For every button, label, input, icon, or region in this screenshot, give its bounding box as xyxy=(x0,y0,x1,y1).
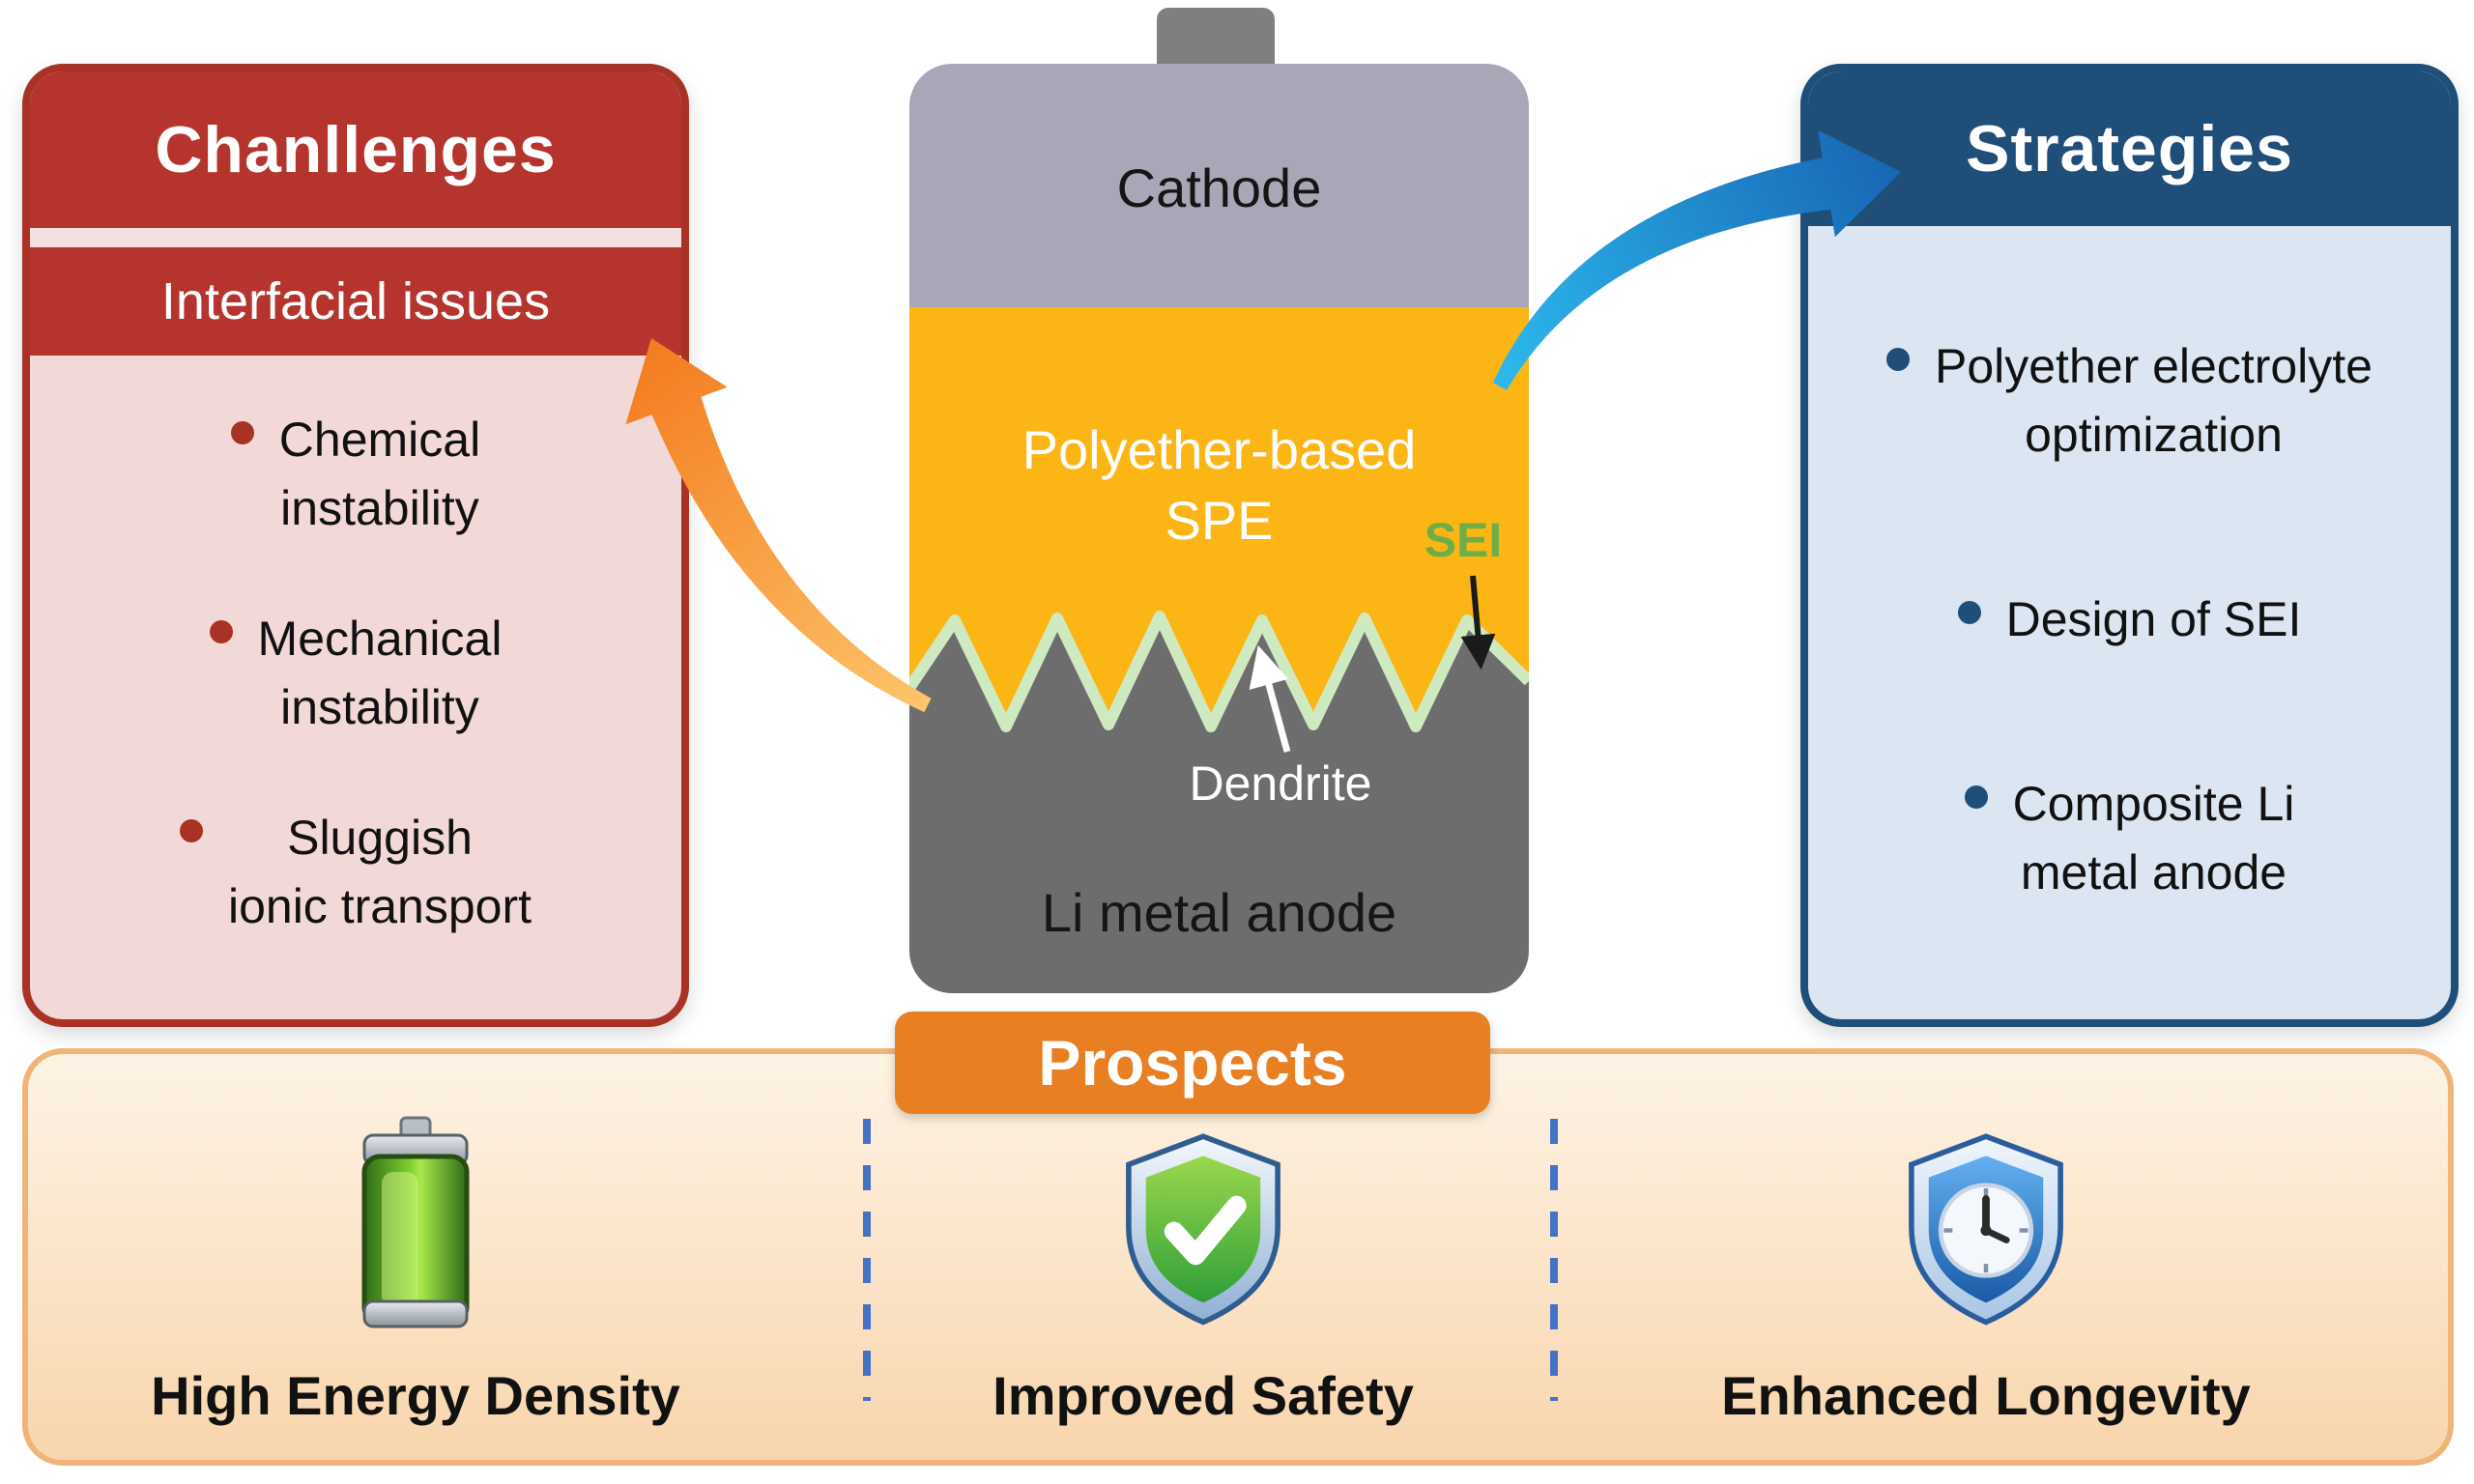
list-item-text: Chemical instability xyxy=(279,406,480,543)
item-line: optimization xyxy=(2025,408,2283,462)
challenges-header: Chanllenges xyxy=(30,71,681,228)
battery-terminal xyxy=(1157,8,1275,77)
item-line: instability xyxy=(280,481,479,535)
list-item: Chemical instability xyxy=(30,406,681,543)
list-item: Sluggish ionic transport xyxy=(30,804,681,941)
challenges-subtitle: Interfacial issues xyxy=(160,272,551,330)
sei-layer xyxy=(909,611,1529,732)
dendrite-label: Dendrite xyxy=(1189,756,1372,811)
white-pointer-arrow xyxy=(1249,644,1291,753)
prospects-title: Prospects xyxy=(1038,1027,1347,1099)
list-item: Mechanical instability xyxy=(30,605,681,742)
item-line: metal anode xyxy=(2020,845,2287,899)
item-line: Mechanical xyxy=(257,612,503,666)
prospect-label: High Energy Density xyxy=(151,1365,680,1426)
list-item: Polyether electrolyte optimization xyxy=(1808,332,2451,470)
strategies-list: Polyether electrolyte optimization Desig… xyxy=(1808,226,2451,907)
list-item: Design of SEI xyxy=(1808,585,2451,654)
list-item-text: Mechanical instability xyxy=(258,605,503,742)
dashed-divider xyxy=(1550,1119,1558,1401)
navy-dot-icon xyxy=(1957,601,1981,624)
red-dot-icon xyxy=(179,819,203,842)
red-dot-icon xyxy=(209,620,233,643)
challenges-divider xyxy=(30,228,681,247)
sei-label: SEI xyxy=(1424,513,1503,567)
list-item-text: Polyether electrolyte optimization xyxy=(1935,332,2373,470)
item-line: ionic transport xyxy=(227,879,532,933)
cathode-label: Cathode xyxy=(1116,157,1322,218)
spe-label-line1: Polyether-based xyxy=(1021,419,1417,480)
shield-clock-icon xyxy=(1633,1103,2339,1356)
navy-dot-icon xyxy=(1964,785,1988,809)
shield-check-icon xyxy=(850,1103,1556,1356)
item-line: Polyether electrolyte xyxy=(1934,339,2373,393)
item-line: Design of SEI xyxy=(2005,592,2302,646)
prospect-item-safety: Improved Safety xyxy=(850,1103,1556,1427)
list-item-text: Composite Li metal anode xyxy=(2013,770,2295,907)
prospect-item-energy: High Energy Density xyxy=(58,1103,773,1427)
prospects-tab: Prospects xyxy=(895,1012,1490,1114)
item-line: instability xyxy=(280,680,479,734)
anode-label: Li metal anode xyxy=(1041,882,1397,943)
strategies-panel: Strategies Polyether electrolyte optimiz… xyxy=(1800,64,2459,1027)
challenges-list: Chemical instability Mechanical instabil… xyxy=(30,356,681,941)
prospect-label: Enhanced Longevity xyxy=(1721,1365,2251,1426)
navy-dot-icon xyxy=(1885,348,1910,371)
strategies-title: Strategies xyxy=(1966,112,2293,186)
list-item-text: Design of SEI xyxy=(2006,585,2302,654)
strategies-header: Strategies xyxy=(1808,71,2451,226)
battery-icon xyxy=(58,1103,773,1356)
item-line: Composite Li xyxy=(2012,777,2295,831)
prospect-label: Improved Safety xyxy=(992,1365,1414,1426)
item-line: Sluggish xyxy=(287,811,473,865)
black-pointer-arrow xyxy=(1460,575,1496,671)
list-item-text: Sluggish ionic transport xyxy=(228,804,532,941)
red-dot-icon xyxy=(230,421,254,444)
prospect-item-longevity: Enhanced Longevity xyxy=(1633,1103,2339,1427)
list-item: Composite Li metal anode xyxy=(1808,770,2451,907)
dashed-divider xyxy=(863,1119,871,1401)
challenges-title: Chanllenges xyxy=(155,113,557,186)
challenges-panel: Chanllenges Interfacial issues Chemical … xyxy=(22,64,689,1027)
item-line: Chemical xyxy=(278,413,481,467)
challenges-subtitle-band: Interfacial issues xyxy=(30,247,681,356)
